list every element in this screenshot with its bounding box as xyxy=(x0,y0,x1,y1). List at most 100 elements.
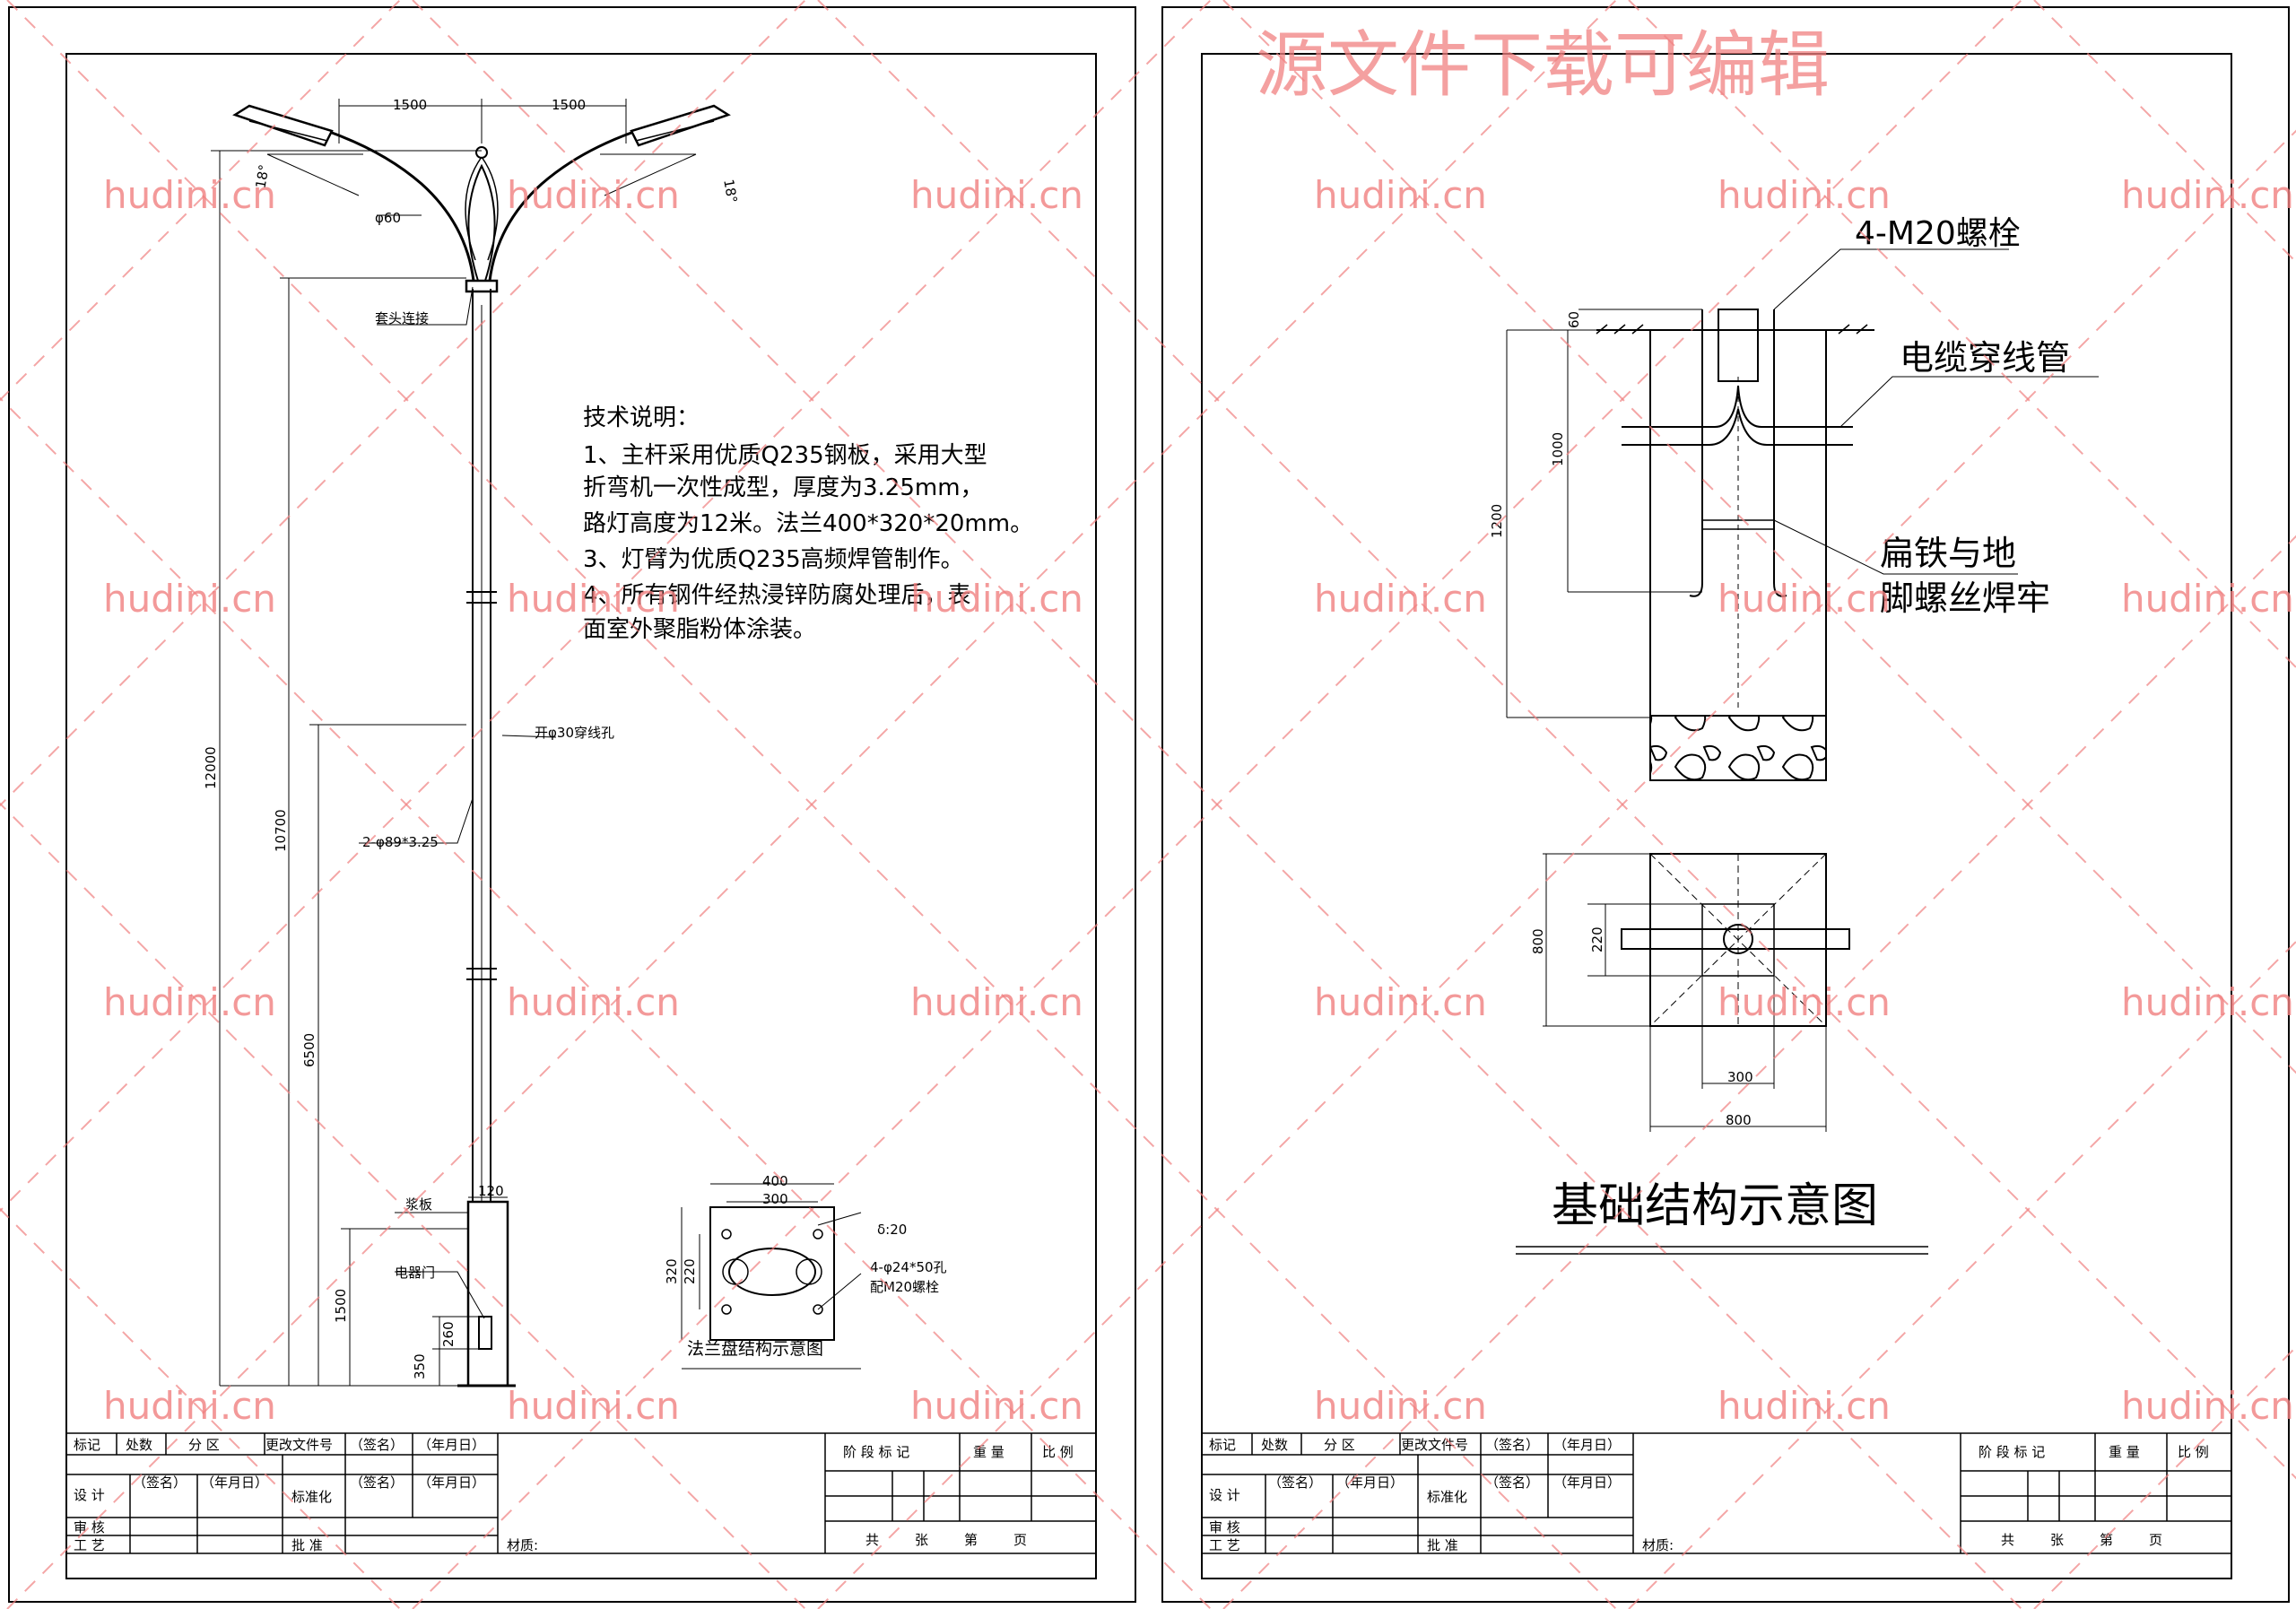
dim-height-6500: 6500 xyxy=(301,1033,317,1067)
label-weld-line1: 扁铁与地 xyxy=(1880,534,2016,573)
watermark-site-text: hudini.cn xyxy=(1314,980,1487,1024)
tb-craft: 工 艺 xyxy=(74,1537,105,1553)
tb2-design: 设 计 xyxy=(1209,1487,1240,1503)
tb2-zone: 分 区 xyxy=(1324,1437,1355,1453)
flange-bolts: 配M20螺栓 xyxy=(870,1279,939,1295)
tb2-sign: （签名） xyxy=(1485,1437,1539,1453)
pole-labels: 1500 1500 18° 18° φ60 12000 10700 6500 1… xyxy=(203,97,740,1379)
watermark-site-text: hudini.cn xyxy=(1718,577,1891,621)
watermark-line xyxy=(1628,940,2296,1609)
flange-dim-300: 300 xyxy=(762,1191,788,1207)
watermark-site-text: hudini.cn xyxy=(2121,577,2294,621)
tb2-review: 审 核 xyxy=(1209,1519,1240,1535)
watermark-site-text: hudini.cn xyxy=(103,577,276,621)
label-cable-hole: 开φ30穿线孔 xyxy=(535,725,614,741)
watermark-line xyxy=(2033,1345,2296,1609)
tb2-weight: 重 量 xyxy=(2109,1444,2140,1460)
notes-title: 技术说明： xyxy=(583,404,700,431)
watermark-banner: 源文件下载可编辑 xyxy=(1256,23,1830,107)
tb2-change-doc: 更改文件号 xyxy=(1401,1437,1468,1453)
dim-800-bottom: 800 xyxy=(1726,1112,1752,1128)
tb-total: 共 xyxy=(865,1532,879,1548)
notes-line1: 1、主杆采用优质Q235钢板，采用大型 xyxy=(583,442,987,469)
right-sheet-frame xyxy=(1161,6,2290,1603)
tb-count: 处数 xyxy=(126,1437,152,1453)
watermark-site-text: hudini.cn xyxy=(1718,980,1891,1024)
technical-notes: 技术说明： 1、主杆采用优质Q235钢板，采用大型 折弯机一次性成型，厚度为3.… xyxy=(583,404,1033,643)
tb2-std-date: （年月日） xyxy=(1553,1474,1621,1491)
watermark-line xyxy=(817,129,2296,1609)
tb2-date: （年月日） xyxy=(1553,1437,1621,1453)
label-pole-spec: 2-φ89*3.25 xyxy=(362,834,439,850)
dim-1200: 1200 xyxy=(1489,504,1505,538)
tb-material: 材质: xyxy=(507,1537,538,1553)
flange-diagram xyxy=(681,1183,862,1370)
tb-zone: 分 区 xyxy=(188,1437,220,1453)
tb-date: （年月日） xyxy=(418,1437,485,1453)
watermark-site-text: hudini.cn xyxy=(910,1384,1083,1428)
notes-line2: 折弯机一次性成型，厚度为3.25mm， xyxy=(583,474,984,501)
tb-design-sign: （签名） xyxy=(133,1474,187,1491)
dim-60: 60 xyxy=(1566,311,1582,328)
label-cable-pipe: 电缆穿线管 xyxy=(1900,338,2070,378)
tb-approve: 批 准 xyxy=(291,1537,323,1553)
watermark-site-text: hudini.cn xyxy=(2121,980,2294,1024)
watermark-line xyxy=(0,802,806,1609)
watermark-site-text: hudini.cn xyxy=(910,577,1083,621)
watermark-site-text: hudini.cn xyxy=(2121,173,2294,217)
tb-standard: 标准化 xyxy=(291,1489,332,1505)
tb2-design-date: （年月日） xyxy=(1336,1474,1404,1491)
watermark-texts: hudini.cn hudini.cn hudini.cn hudini.cn hudi… xyxy=(103,173,2294,1428)
notes-line6: 面室外聚脂粉体涂装。 xyxy=(583,616,816,643)
dim-arm-right: 1500 xyxy=(552,97,586,113)
watermark-line xyxy=(0,0,1212,1213)
watermark-line xyxy=(1628,0,2296,669)
title-block-right-text: 标记 处数 分 区 更改文件号 （签名） （年月日） 设 计 （签名） （年月日… xyxy=(1209,1437,2209,1553)
tb-std-sign: （签名） xyxy=(350,1474,404,1491)
dim-height-10700: 10700 xyxy=(273,809,289,852)
watermark-site-text: hudini.cn xyxy=(507,173,680,217)
dim-base-120: 120 xyxy=(478,1183,504,1199)
dim-300: 300 xyxy=(1727,1069,1753,1085)
foundation-title: 基础结构示意图 xyxy=(1552,1179,1878,1233)
watermark-site-text: hudini.cn xyxy=(2121,1384,2294,1428)
dim-800-side: 800 xyxy=(1530,928,1546,954)
label-rib-plate: 浆板 xyxy=(405,1196,432,1213)
tb2-design-sign: （签名） xyxy=(1268,1474,1322,1491)
watermark-site-text: hudini.cn xyxy=(507,1384,680,1428)
watermark-line xyxy=(0,0,401,402)
label-sleeve-joint: 套头连接 xyxy=(375,310,429,326)
tb2-std-sign: （签名） xyxy=(1485,1474,1539,1491)
tb-sign: （签名） xyxy=(350,1437,404,1453)
tb-sheets: 张 xyxy=(915,1532,928,1548)
watermark-line xyxy=(6,0,1617,1609)
watermark-line xyxy=(1222,0,2296,1074)
notes-line3: 路灯高度为12米。法兰400*320*20mm。 xyxy=(583,510,1033,537)
watermark-line xyxy=(412,0,2022,1609)
label-electric-door: 电器门 xyxy=(395,1265,435,1281)
flange-labels: 400 300 320 220 δ:20 4-φ24*50孔 配M20螺栓 法兰… xyxy=(664,1173,947,1359)
tb-page: 页 xyxy=(1013,1532,1027,1548)
watermark-site-text: hudini.cn xyxy=(103,173,276,217)
notes-line5: 4、所有钢件经热浸锌防腐处理后，表 xyxy=(583,582,971,609)
watermark-site-text: hudini.cn xyxy=(910,980,1083,1024)
watermark-site-text: hudini.cn xyxy=(1314,577,1487,621)
foundation-labels: 4-M20螺栓 电缆穿线管 扁铁与地 脚螺丝焊牢 60 1000 1200 xyxy=(1489,215,2070,618)
tb2-page: 页 xyxy=(2149,1532,2162,1548)
watermark-line xyxy=(0,1207,401,1609)
watermark-line xyxy=(0,396,1212,1609)
flange-dim-400: 400 xyxy=(762,1173,788,1189)
tb-page-no: 第 xyxy=(964,1532,978,1548)
dim-1000: 1000 xyxy=(1550,432,1566,466)
dim-220: 220 xyxy=(1589,926,1605,952)
watermark-line xyxy=(2033,0,2296,264)
tb2-approve: 批 准 xyxy=(1427,1537,1458,1553)
label-weld-line2: 脚螺丝焊牢 xyxy=(1880,578,2050,618)
tb2-mark: 标记 xyxy=(1209,1437,1236,1453)
tb-review: 审 核 xyxy=(74,1519,105,1535)
dim-angle-left: 18° xyxy=(252,163,272,189)
watermark-site-text: hudini.cn xyxy=(507,577,680,621)
title-block-left xyxy=(65,1432,1097,1554)
dim-total-height: 12000 xyxy=(203,746,219,789)
left-sheet-frame xyxy=(8,6,1136,1603)
